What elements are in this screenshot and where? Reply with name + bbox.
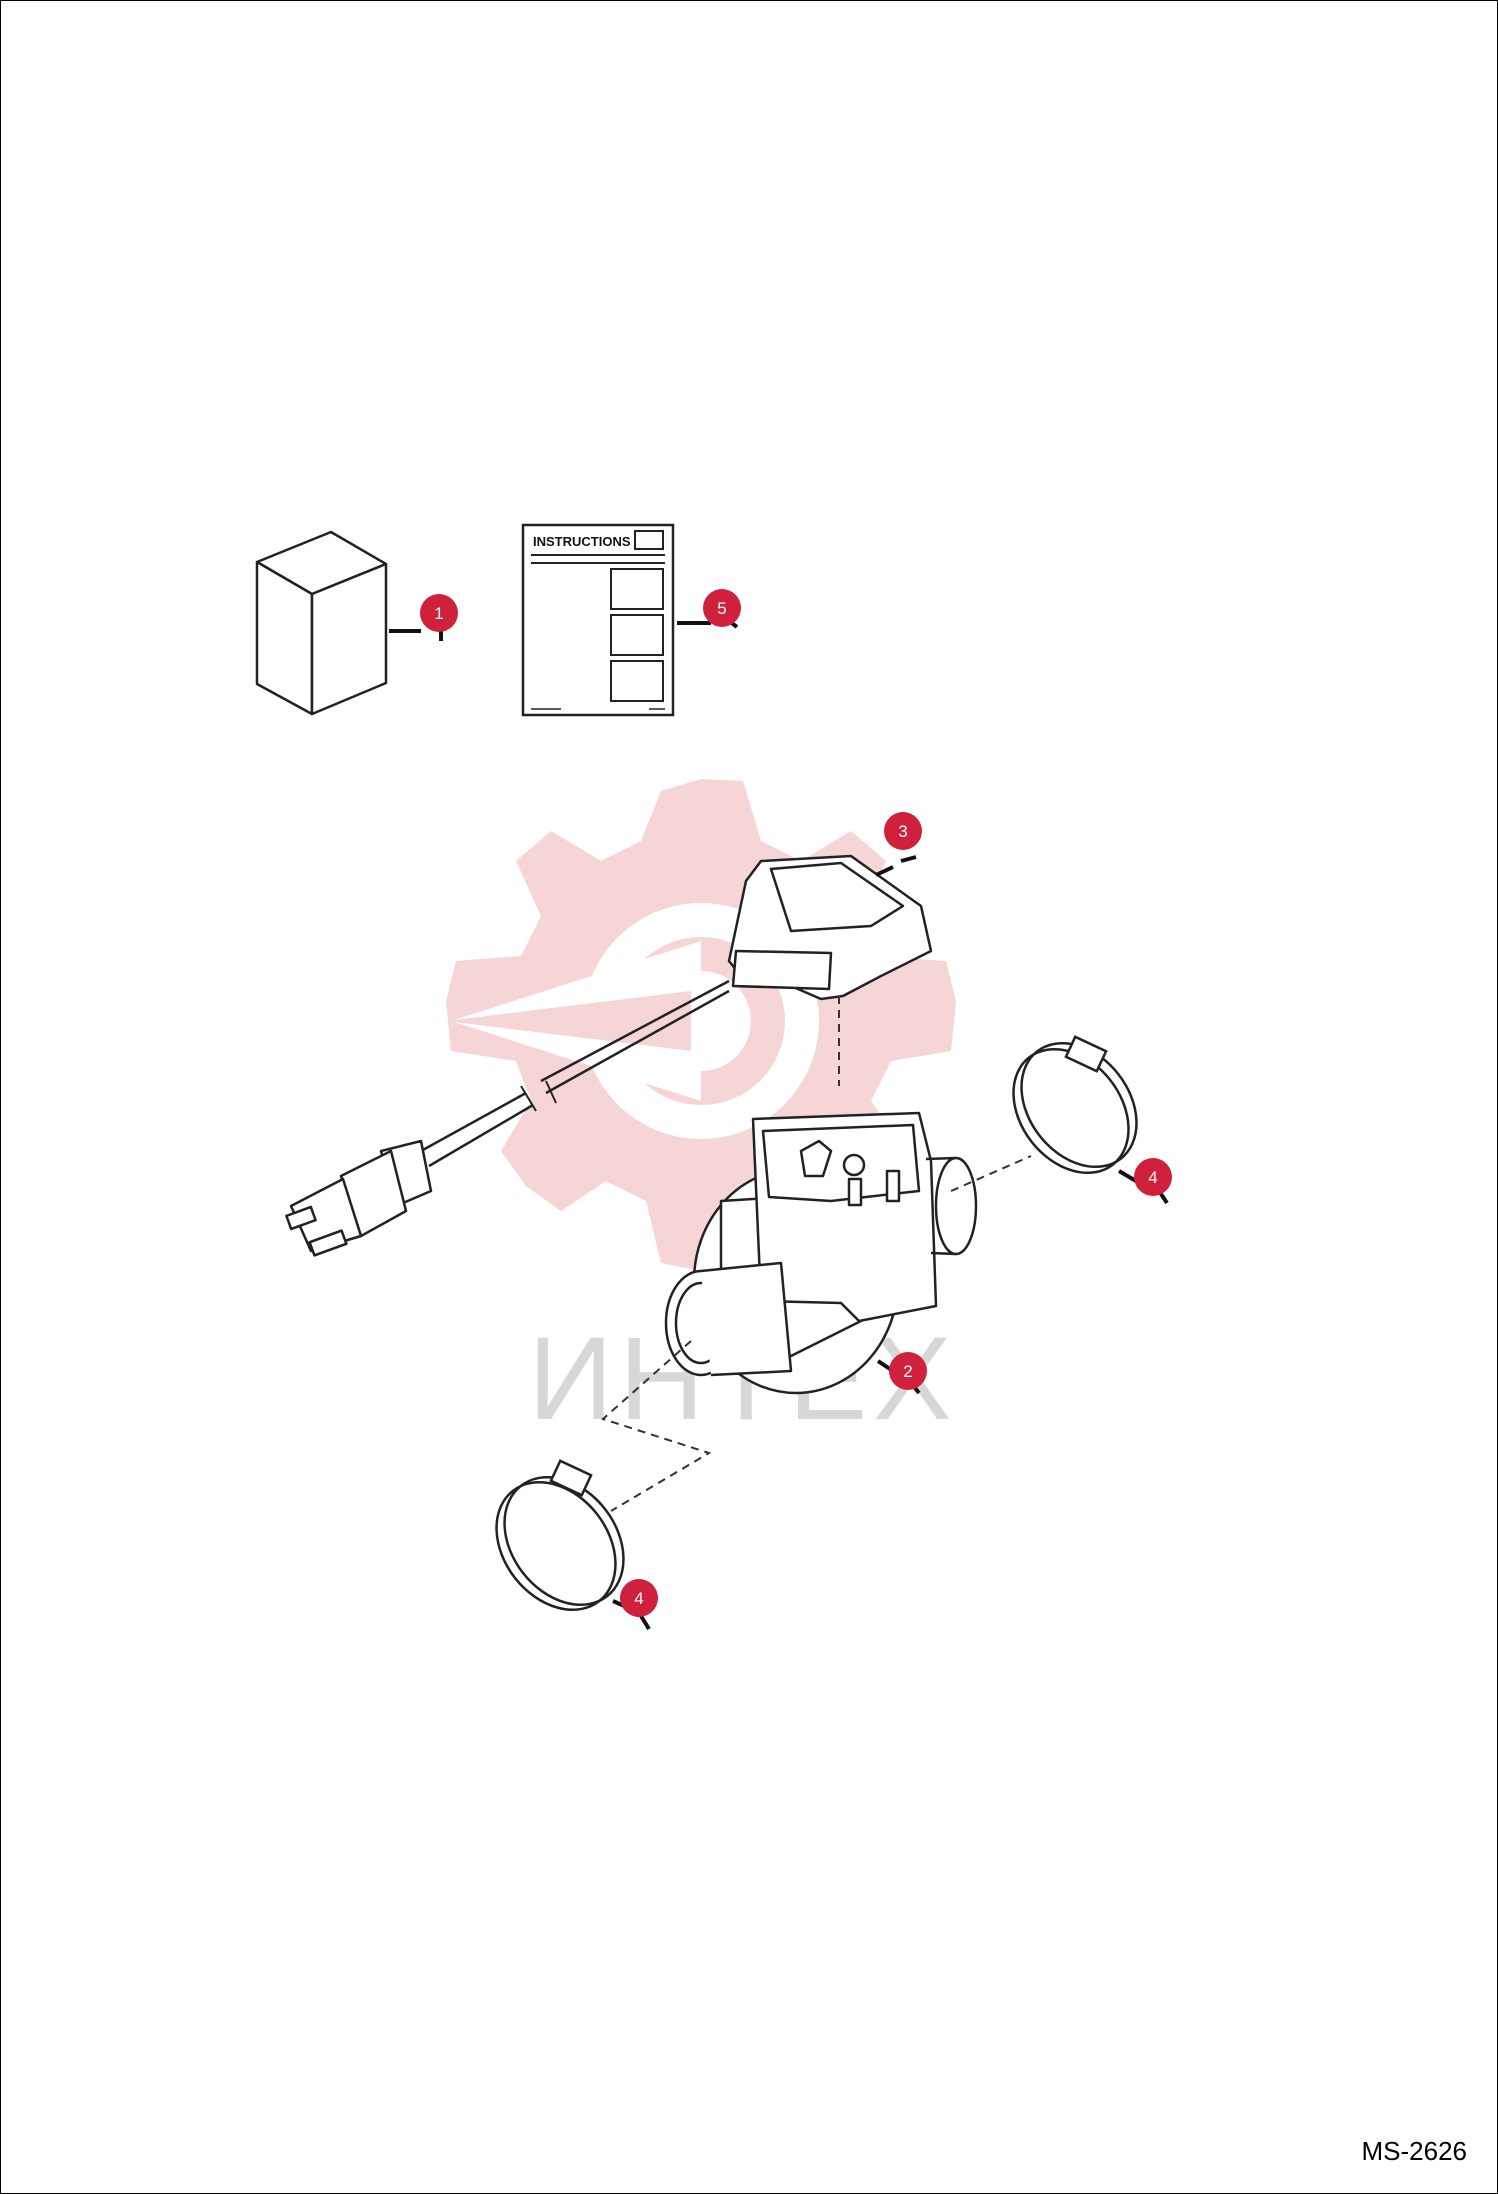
svg-text:5: 5 [717, 599, 726, 618]
hose-clamp-icon [1012, 1035, 1138, 1175]
callout-4-lower: 4 [620, 1579, 658, 1617]
instructions-heading: INSTRUCTIONS [533, 534, 631, 549]
instructions-sheet-icon [521, 523, 675, 717]
heater-body-icon [664, 1111, 978, 1395]
leader-line-3 [875, 855, 917, 877]
callout-2: 2 [889, 1352, 927, 1390]
assembly-path-clamp-lower [601, 1340, 712, 1512]
callout-5: 5 [703, 589, 741, 627]
assembly-path-clamp-upper [950, 1155, 1032, 1192]
cord-with-plug-icon [285, 854, 933, 1257]
callout-1: 1 [420, 594, 458, 632]
svg-text:2: 2 [903, 1362, 912, 1381]
svg-text:4: 4 [634, 1589, 643, 1608]
svg-text:1: 1 [434, 604, 443, 623]
figure-code: MS-2626 [1361, 2136, 1468, 2166]
svg-text:4: 4 [1148, 1168, 1157, 1187]
hose-clamp-icon [495, 1459, 625, 1612]
callout-4-upper: 4 [1134, 1158, 1172, 1196]
callout-3: 3 [884, 812, 922, 850]
svg-text:3: 3 [898, 822, 907, 841]
package-box-icon [255, 530, 388, 716]
